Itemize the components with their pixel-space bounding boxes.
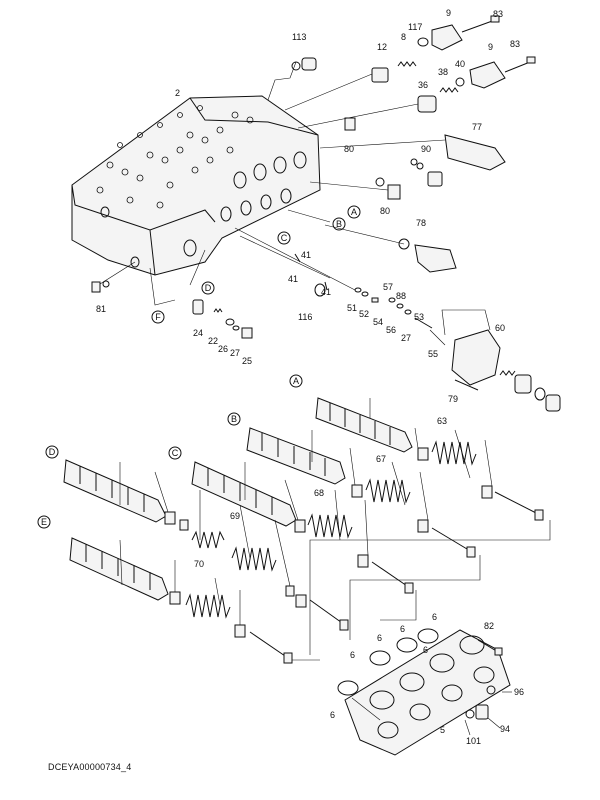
part-label: 70 xyxy=(194,559,204,569)
part-label: 6 xyxy=(423,645,428,655)
part-label: 79 xyxy=(448,394,458,404)
callout-C-body: C xyxy=(277,231,291,245)
part-label: 90 xyxy=(421,144,431,154)
part-label: 77 xyxy=(472,122,482,132)
part-label: 38 xyxy=(438,67,448,77)
part-label: 68 xyxy=(314,488,324,498)
callout-D-body: D xyxy=(201,281,215,295)
part-label: 80 xyxy=(380,206,390,216)
part-label: 63 xyxy=(437,416,447,426)
callout-B: B xyxy=(227,412,241,426)
part-label: 6 xyxy=(330,710,335,720)
valve-body-drawing xyxy=(71,95,321,276)
part-label: 8 xyxy=(401,32,406,42)
part-label: 36 xyxy=(418,80,428,90)
part-label: 96 xyxy=(514,687,524,697)
part-label: 78 xyxy=(416,218,426,228)
callout-F-body: F xyxy=(151,310,165,324)
part-label: 113 xyxy=(292,32,306,42)
part-label: 27 xyxy=(401,333,411,343)
part-label: 83 xyxy=(510,39,520,49)
cover-assembly-drawing xyxy=(337,628,512,756)
svg-text:B: B xyxy=(336,219,342,229)
part-label: 41 xyxy=(321,287,331,297)
part-label: 24 xyxy=(193,328,203,338)
small-parts-drawing xyxy=(91,227,561,412)
part-label: 12 xyxy=(377,42,387,52)
part-label: 54 xyxy=(373,317,383,327)
part-label: 60 xyxy=(495,323,505,333)
callout-A: A xyxy=(289,374,303,388)
callout-D: D xyxy=(45,445,59,459)
part-label: 53 xyxy=(414,312,424,322)
part-label: 55 xyxy=(428,349,438,359)
svg-text:D: D xyxy=(205,283,212,293)
part-label: 2 xyxy=(175,88,180,98)
svg-text:C: C xyxy=(281,233,288,243)
part-label: 67 xyxy=(376,454,386,464)
svg-text:B: B xyxy=(231,414,237,424)
part-label: 25 xyxy=(242,356,252,366)
part-label: 57 xyxy=(383,282,393,292)
part-label: 6 xyxy=(377,633,382,643)
part-label: 69 xyxy=(230,511,240,521)
part-label: 116 xyxy=(298,312,312,322)
part-label: 9 xyxy=(446,8,451,18)
svg-text:D: D xyxy=(49,447,56,457)
callout-letters: A B C D E A B C D F xyxy=(37,205,361,529)
top-parts-drawing xyxy=(267,15,536,273)
spools-drawing xyxy=(63,397,551,664)
part-label: 6 xyxy=(432,612,437,622)
part-label: 6 xyxy=(350,650,355,660)
part-label: 80 xyxy=(344,144,354,154)
part-label: 117 xyxy=(408,22,422,32)
part-label: 82 xyxy=(484,621,494,631)
svg-text:F: F xyxy=(155,312,161,322)
part-label: 22 xyxy=(208,336,218,346)
svg-text:C: C xyxy=(172,448,179,458)
part-number-labels: 113 117 9 83 12 8 9 83 40 38 36 2 77 80 … xyxy=(96,8,524,746)
part-label: 27 xyxy=(230,348,240,358)
part-label: 52 xyxy=(359,309,369,319)
part-label: 51 xyxy=(347,303,357,313)
callout-B-body: B xyxy=(332,217,346,231)
part-label: 101 xyxy=(466,736,481,746)
part-label: 41 xyxy=(288,274,298,284)
part-label: 41 xyxy=(301,250,311,260)
svg-text:A: A xyxy=(351,207,357,217)
part-label: 88 xyxy=(396,291,406,301)
part-label: 83 xyxy=(493,9,503,19)
part-label: 9 xyxy=(488,42,493,52)
part-label: 81 xyxy=(96,304,106,314)
part-label: 5 xyxy=(440,725,445,735)
callout-A-body: A xyxy=(347,205,361,219)
part-label: 56 xyxy=(386,325,396,335)
part-label: 94 xyxy=(500,724,510,734)
callout-C: C xyxy=(168,446,182,460)
part-label: 6 xyxy=(400,624,405,634)
svg-text:A: A xyxy=(293,376,299,386)
svg-text:E: E xyxy=(41,517,47,527)
part-label: 40 xyxy=(455,59,465,69)
callout-E: E xyxy=(37,515,51,529)
drawing-code: DCEYA00000734_4 xyxy=(48,762,132,772)
part-label: 26 xyxy=(218,344,228,354)
